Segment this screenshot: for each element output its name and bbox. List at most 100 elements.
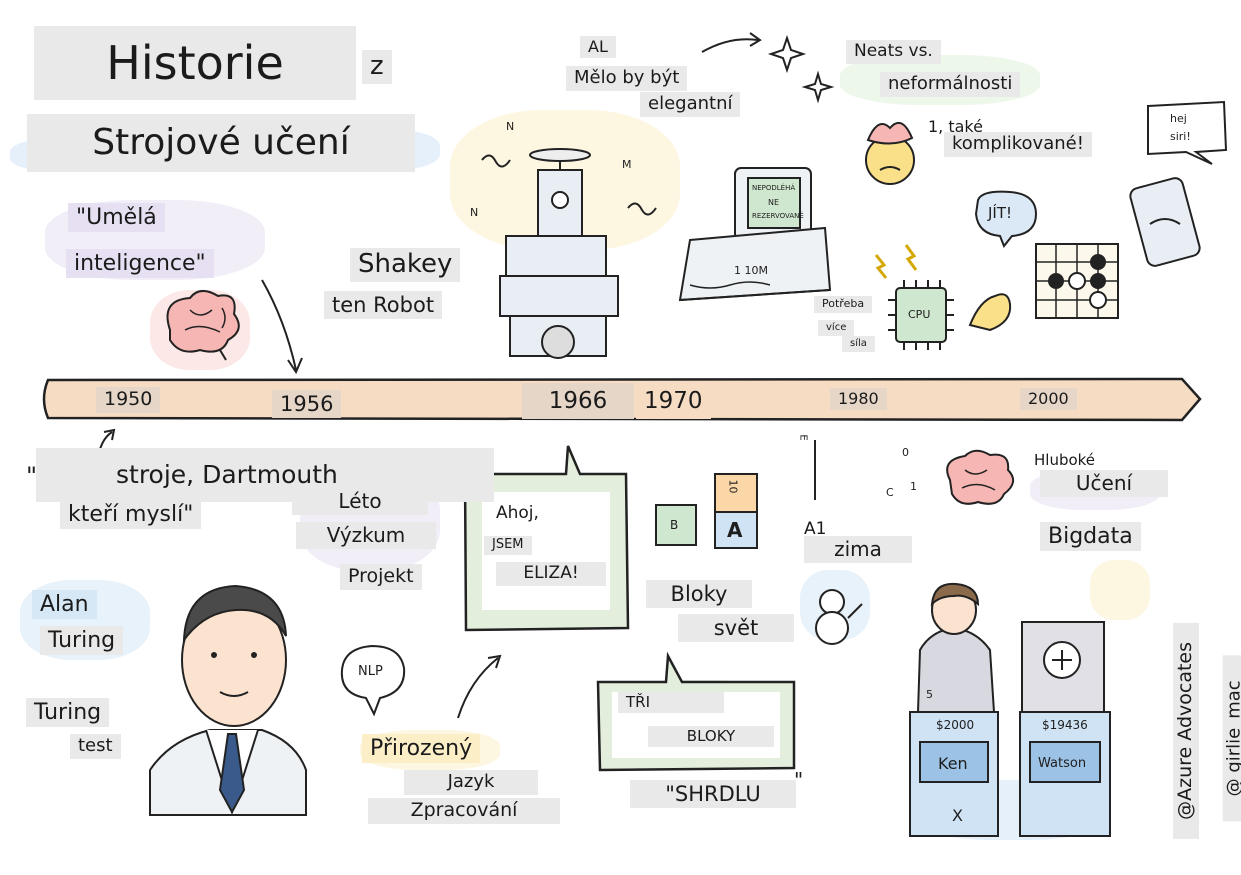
title-connector: z bbox=[362, 50, 392, 84]
turing-last-name: Turing bbox=[40, 626, 124, 656]
compute-need-line1: Potřeba bbox=[814, 296, 873, 313]
shrdlu-line2: BLOKY bbox=[648, 726, 774, 748]
page-subtitle: Strojové učení bbox=[27, 114, 415, 172]
shakey-letter: N bbox=[506, 120, 515, 133]
muscle-arm-icon bbox=[968, 293, 1012, 332]
brain-icon bbox=[946, 449, 1015, 505]
summer-line2: Výzkum bbox=[296, 522, 436, 549]
shakey-letter: M bbox=[622, 158, 632, 171]
brain-icon bbox=[166, 290, 240, 361]
shakey-robot-illustration bbox=[481, 148, 657, 359]
dartmouth-line1: stroje, Dartmouth bbox=[36, 448, 494, 502]
deep-bit: 1 bbox=[910, 480, 917, 493]
nlp-line2: Jazyk bbox=[404, 770, 538, 795]
computer-screen-line2: NE bbox=[768, 198, 780, 207]
siri-speech-bubble bbox=[1147, 100, 1228, 165]
lightning-icon bbox=[904, 244, 918, 271]
elegance-author: AL bbox=[580, 36, 616, 59]
smartphone-illustration bbox=[1129, 177, 1201, 267]
mainframe-computer-illustration bbox=[678, 167, 832, 302]
timeline-year-1980: 1980 bbox=[830, 388, 887, 411]
timeline-year-1950: 1950 bbox=[96, 387, 161, 413]
ai-quote-line1: "Umělá bbox=[68, 203, 165, 233]
bg-blob-yellow-watson bbox=[1090, 560, 1150, 620]
arrow-nlp bbox=[457, 657, 499, 719]
block-a-label: A bbox=[727, 518, 743, 542]
winter-marker: E bbox=[797, 434, 809, 441]
deep-bit: 0 bbox=[902, 446, 909, 459]
cpu-label: CPU bbox=[908, 308, 931, 321]
sparkle-icon bbox=[767, 34, 807, 74]
computer-screen-line3: REZERVOVANÉ bbox=[752, 212, 804, 220]
eliza-line1: Ahoj, bbox=[488, 502, 547, 526]
shakey-title: Shakey bbox=[350, 248, 461, 282]
bigdata-label: Bigdata bbox=[1040, 522, 1141, 552]
timeline-year-2000: 2000 bbox=[1020, 388, 1077, 411]
ai-quote-line2: inteligence" bbox=[66, 249, 214, 279]
cpu-chip-illustration bbox=[888, 280, 954, 350]
winter-line2: zima bbox=[804, 536, 912, 563]
shakey-letter: N bbox=[470, 206, 479, 219]
neats-line1: Neats vs. bbox=[846, 40, 941, 64]
arrow-to-1956 bbox=[261, 279, 297, 371]
nlp-bubble-text: NLP bbox=[358, 664, 383, 679]
block-a-cube bbox=[714, 511, 758, 549]
summer-line1: Léto bbox=[292, 488, 428, 515]
summer-line3: Projekt bbox=[340, 564, 422, 590]
neats-line2: neformálnosti bbox=[880, 72, 1021, 97]
block-b-label: B bbox=[670, 518, 679, 532]
shrdlu-name: "SHRDLU bbox=[630, 780, 796, 809]
watson-name: Watson bbox=[1038, 756, 1087, 771]
siri-bubble-line1: hej bbox=[1170, 112, 1187, 125]
deep-learning-line2: Učení bbox=[1040, 470, 1168, 497]
deep-learning-line1: Hluboké bbox=[1026, 450, 1104, 472]
neats-line4: komplikované! bbox=[944, 132, 1092, 157]
go-board-illustration bbox=[1035, 243, 1119, 319]
watson-contestant-illustration bbox=[1019, 621, 1111, 837]
ken-name: Ken bbox=[938, 754, 968, 773]
shrdlu-close-quote: " bbox=[794, 768, 804, 792]
dartmouth-line2: kteří myslí" bbox=[60, 500, 202, 530]
computer-base-label: 1 10M bbox=[734, 264, 768, 277]
snowman-icon bbox=[815, 589, 863, 645]
compute-need-line2: více bbox=[818, 320, 855, 336]
nlp-line3: Zpracování bbox=[368, 798, 560, 824]
turing-first-name: Alan bbox=[32, 590, 97, 620]
turing-test-line1: Turing bbox=[26, 698, 110, 728]
watson-score: $19436 bbox=[1042, 718, 1088, 732]
ken-mark: X bbox=[952, 806, 963, 825]
nlp-line1: Přirozený bbox=[362, 734, 481, 764]
page-title: Historie bbox=[34, 26, 356, 100]
neats-line3: 1, také bbox=[920, 116, 991, 139]
credit-author: @ girlie_mac bbox=[1222, 655, 1241, 822]
compute-need-line3: síla bbox=[842, 336, 875, 352]
blocks-label-line2: svět bbox=[678, 614, 794, 643]
sparkle-icon bbox=[801, 70, 835, 104]
ken-score: $2000 bbox=[936, 718, 975, 732]
turing-test-line2: test bbox=[70, 734, 121, 759]
dartmouth-open-quote: " bbox=[26, 462, 38, 490]
nlp-speech-bubble bbox=[340, 644, 406, 717]
block-b-cube bbox=[655, 504, 697, 546]
elegance-line1: Mělo by být bbox=[566, 66, 688, 91]
shakey-subtitle: ten Robot bbox=[324, 291, 443, 320]
deep-bit: C bbox=[886, 486, 894, 499]
eliza-line3: ELIZA! bbox=[496, 562, 606, 586]
go-bubble-text: JÍT! bbox=[988, 204, 1013, 222]
elegance-line2: elegantní bbox=[640, 92, 741, 117]
exploding-head-icon bbox=[865, 121, 915, 185]
alan-turing-portrait bbox=[149, 584, 307, 816]
credit-org: @Azure Advocates bbox=[1173, 622, 1199, 839]
go-speech-bubble bbox=[974, 190, 1038, 248]
eliza-line2: JSEM bbox=[484, 536, 532, 555]
shrdlu-line1: TŘI bbox=[618, 692, 724, 714]
winter-line1: A1 bbox=[796, 518, 835, 542]
timeline-year-1966: 1966 bbox=[522, 383, 634, 419]
blocks-label-line1: Bloky bbox=[646, 580, 752, 609]
jeopardy-side-number: 5 bbox=[926, 688, 933, 701]
block-10-label: 10 bbox=[726, 479, 740, 494]
timeline-year-1956: 1956 bbox=[272, 390, 342, 419]
siri-bubble-line2: siri! bbox=[1170, 130, 1191, 143]
lightning-icon bbox=[874, 254, 888, 279]
arrow-elegance bbox=[701, 38, 759, 53]
